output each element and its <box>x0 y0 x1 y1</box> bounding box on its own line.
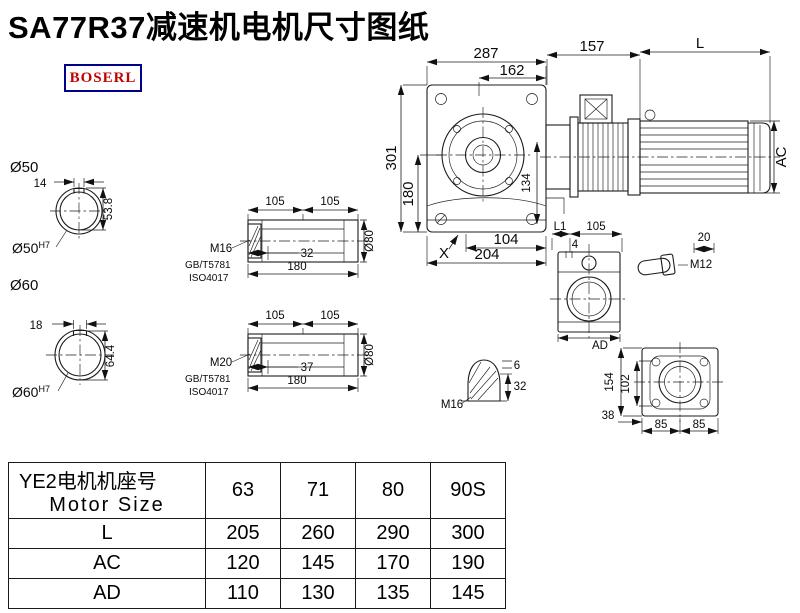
dim-L: L <box>696 35 704 52</box>
label-X: X <box>439 245 449 262</box>
value-AC-90s: 190 <box>430 548 506 579</box>
table-row-AD: AD 110 130 135 145 <box>8 578 506 609</box>
page-title: SA77R37减速机电机尺寸图纸 <box>8 10 430 45</box>
thread-m12: M12 <box>690 259 712 271</box>
bolt-detail: 20 M12 <box>637 232 715 276</box>
value-AD-71: 130 <box>280 578 356 609</box>
dim-301: 301 <box>383 145 400 170</box>
dim-134: 134 <box>521 173 533 193</box>
dim-53-8: 53.8 <box>103 198 115 220</box>
value-AD-63: 110 <box>205 578 281 609</box>
header-motor-size-cn: YE2电机机座号 <box>19 470 157 493</box>
motor-size-71: 71 <box>280 462 356 519</box>
dim-20: 20 <box>698 232 711 244</box>
dim-180-shaft2: 180 <box>287 375 306 387</box>
dim-105d: 105 <box>320 310 339 322</box>
dim-85b: 85 <box>693 419 706 431</box>
dim-d80-1: Ø80 <box>364 230 376 252</box>
row-label-AC: AC <box>8 548 206 579</box>
dim-287: 287 <box>473 45 498 62</box>
plug-detail: 6 32 M16 <box>441 359 527 411</box>
row-label-L: L <box>8 518 206 549</box>
fan-cover <box>748 122 771 194</box>
shaft-detail-m16: 105 105 32 M16 GB/T5781 ISO4017 180 Ø80 <box>185 196 376 284</box>
std-iso4017-1: ISO4017 <box>189 273 229 284</box>
std-gb5781-1: GB/T5781 <box>185 260 231 271</box>
bore-label-60H7: Ø60H7 <box>12 384 50 400</box>
dim-14: 14 <box>34 178 47 190</box>
header-motor-size-en: Motor Size <box>49 493 165 516</box>
row-label-AD: AD <box>8 578 206 609</box>
dim-105c: 105 <box>265 310 284 322</box>
motor-size-63: 63 <box>205 462 281 519</box>
dim-38: 38 <box>602 410 615 422</box>
dim-105a: 105 <box>265 196 284 208</box>
dim-6: 6 <box>514 360 520 372</box>
dim-18: 18 <box>30 320 43 332</box>
table-row-L: L 205 260 290 300 <box>8 518 506 549</box>
dim-154: 154 <box>604 372 616 392</box>
boserl-logo: BOSERL <box>64 64 142 92</box>
dim-85a: 85 <box>655 419 668 431</box>
dim-102: 102 <box>620 374 632 393</box>
value-L-80: 290 <box>355 518 431 549</box>
table-header-row: YE2电机机座号 Motor Size 63 71 80 90S <box>8 462 506 519</box>
value-AC-71: 145 <box>280 548 356 579</box>
dim-64-4: 64.4 <box>105 344 117 367</box>
motor-side-view: AC <box>540 94 790 198</box>
value-AC-63: 120 <box>205 548 281 579</box>
dim-d80-2: Ø80 <box>364 344 376 366</box>
shaft-bore-50-view: Ø50 14 53.8 Ø50H7 <box>10 159 115 256</box>
table-header-cell: YE2电机机座号 Motor Size <box>8 462 206 519</box>
bore-label-50H7: Ø50H7 <box>12 240 50 256</box>
value-L-90s: 300 <box>430 518 506 549</box>
dim-157: 157 <box>579 38 604 55</box>
dim-32-plug: 32 <box>514 381 527 393</box>
dim-104: 104 <box>493 231 518 248</box>
label-d60: Ø60 <box>10 277 38 294</box>
thread-m20: M20 <box>210 357 232 369</box>
std-gb5781-2: GB/T5781 <box>185 374 231 385</box>
dim-162: 162 <box>499 62 524 79</box>
top-dimensions: 287 162 157 L <box>426 35 771 123</box>
dim-L1: L1 <box>554 221 567 233</box>
technical-drawing: 287 162 157 L 301 180 134 X 104 204 <box>10 35 790 435</box>
terminal-box <box>579 94 613 124</box>
value-AD-80: 135 <box>355 578 431 609</box>
dim-4: 4 <box>572 239 579 251</box>
dim-32: 32 <box>301 248 314 260</box>
input-side-view: L1 105 4 AD <box>550 221 628 352</box>
dim-180-shaft1: 180 <box>287 261 306 273</box>
gearbox-housing <box>426 84 547 233</box>
std-iso4017-2: ISO4017 <box>189 387 229 398</box>
shaft-bore-60-view: Ø60 18 64.4 Ø60H7 <box>10 277 117 400</box>
shaft-detail-m20: 105 105 37 M20 GB/T5781 ISO4017 180 Ø80 <box>185 310 376 398</box>
value-L-63: 205 <box>205 518 281 549</box>
dim-AC: AC <box>773 146 790 167</box>
table-row-AC: AC 120 145 170 190 <box>8 548 506 579</box>
dim-204: 204 <box>474 246 499 263</box>
label-d50: Ø50 <box>10 159 38 176</box>
thread-m16-plug: M16 <box>441 399 463 411</box>
value-AD-90s: 145 <box>430 578 506 609</box>
dim-180: 180 <box>400 181 417 206</box>
value-L-71: 260 <box>280 518 356 549</box>
motor-size-80: 80 <box>355 462 431 519</box>
gearbox-front-view: 301 180 134 X 104 204 <box>383 84 565 267</box>
lifting-eye <box>644 109 656 121</box>
motor-size-90s: 90S <box>430 462 506 519</box>
dim-105-side: 105 <box>586 221 605 233</box>
dim-AD: AD <box>592 340 608 352</box>
value-AC-80: 170 <box>355 548 431 579</box>
thread-m16: M16 <box>210 243 232 255</box>
dim-105b: 105 <box>320 196 339 208</box>
rear-flange-view: 154 102 38 85 85 <box>602 342 724 435</box>
dim-37: 37 <box>301 362 314 374</box>
motor-dimension-table: YE2电机机座号 Motor Size 63 71 80 90S L 205 2… <box>8 462 506 609</box>
